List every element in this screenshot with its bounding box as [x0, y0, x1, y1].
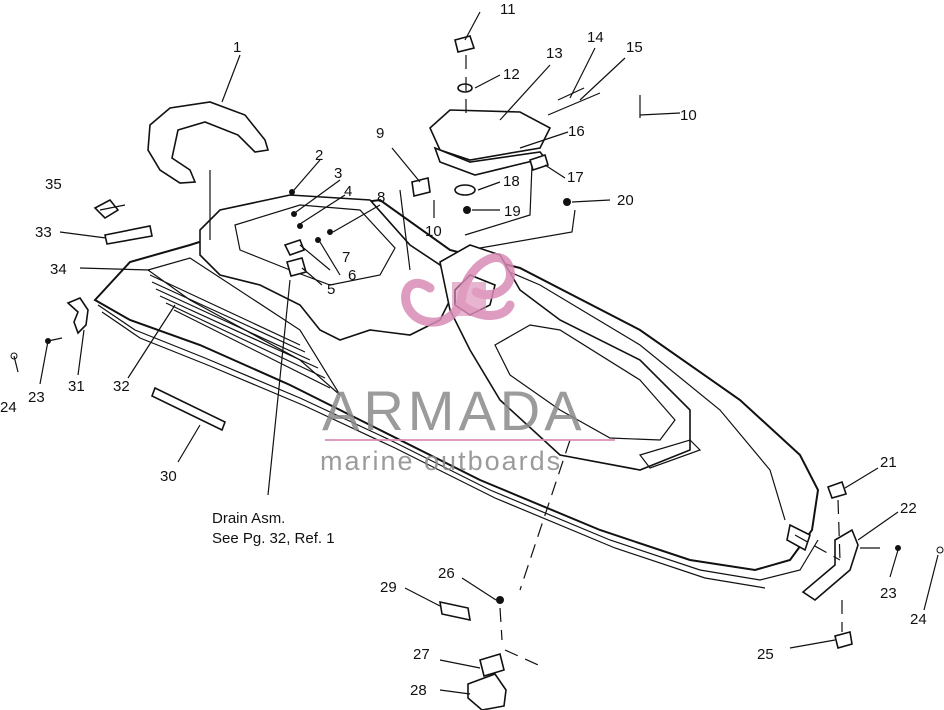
note-line-1: Drain Asm. [212, 510, 285, 527]
step-part [467, 673, 507, 710]
note-line-2: See Pg. 32, Ref. 1 [212, 530, 335, 547]
knob-part [454, 35, 476, 53]
callout-35: 35 [45, 176, 62, 193]
callout-8: 8 [377, 189, 385, 206]
callout-23-left: 23 [28, 389, 45, 406]
screw-part-2 [289, 189, 295, 195]
callout-34: 34 [50, 261, 67, 278]
bumper-part [826, 480, 848, 499]
callout-15: 15 [626, 39, 643, 56]
leader-lines [13, 11, 939, 695]
callout-25: 25 [757, 646, 774, 663]
washer-part [457, 83, 473, 93]
callout-32: 32 [113, 378, 130, 395]
callout-16: 16 [568, 123, 585, 140]
callout-27: 27 [413, 646, 430, 663]
callout-28: 28 [410, 682, 427, 699]
bracket-part-6 [283, 239, 306, 256]
callout-17: 17 [567, 169, 584, 186]
washer-part-23r [895, 545, 901, 551]
callout-9: 9 [376, 125, 384, 142]
drain-plug-part [286, 257, 307, 277]
callout-26: 26 [438, 565, 455, 582]
bow-eye-part [801, 528, 859, 602]
callout-31: 31 [68, 378, 85, 395]
callout-labels: 1 2 3 4 5 6 7 8 9 10 10 11 12 13 14 15 1… [0, 1, 927, 699]
callout-13: 13 [546, 45, 563, 62]
callout-1: 1 [233, 39, 241, 56]
fastener-part-4 [297, 223, 303, 229]
callout-3: 3 [334, 165, 342, 182]
callout-30: 30 [160, 468, 177, 485]
callout-4: 4 [344, 183, 352, 200]
callout-24-left: 24 [0, 399, 17, 416]
fastener-part-7 [315, 237, 321, 243]
gasket-part [454, 184, 476, 196]
watermark: ARMADA marine outboards [320, 253, 615, 476]
pad-part [479, 652, 505, 678]
strip-part [104, 225, 153, 245]
nut-part [463, 206, 471, 214]
callout-19: 19 [504, 203, 521, 220]
callout-33: 33 [35, 224, 52, 241]
callout-6: 6 [348, 267, 356, 284]
nut-part-24r [936, 546, 944, 554]
callout-10-b: 10 [680, 107, 697, 124]
bracket-part [66, 297, 89, 335]
callout-23-right: 23 [880, 585, 897, 602]
callout-29: 29 [380, 579, 397, 596]
watermark-tagline: marine outboards [320, 446, 562, 476]
rod-part-15 [547, 92, 601, 116]
screw-part-26 [496, 596, 504, 604]
rod-part-14 [557, 87, 585, 101]
callout-10-a: 10 [425, 223, 442, 240]
callout-18: 18 [503, 173, 520, 190]
callout-7: 7 [342, 249, 350, 266]
nut-part-25 [834, 631, 853, 649]
callout-11: 11 [500, 1, 516, 18]
callout-21: 21 [880, 454, 897, 471]
foot-well-hatching [149, 274, 331, 389]
watermark-brand: ARMADA [322, 379, 586, 442]
rub-strip-part [150, 386, 227, 432]
callout-12: 12 [503, 66, 520, 83]
callout-14: 14 [587, 29, 604, 46]
fastener-part-3 [291, 211, 297, 217]
callout-22: 22 [900, 500, 917, 517]
drain-note: Drain Asm. See Pg. 32, Ref. 1 [212, 510, 335, 547]
fastener-part-8 [327, 229, 333, 235]
latch-part [411, 177, 431, 197]
plate-part [439, 600, 471, 622]
callout-2: 2 [315, 147, 323, 164]
callout-20: 20 [617, 192, 634, 209]
callout-24-right: 24 [910, 611, 927, 628]
callout-5: 5 [327, 281, 335, 298]
handle-bar-part [147, 101, 270, 184]
screw-part [563, 198, 571, 206]
